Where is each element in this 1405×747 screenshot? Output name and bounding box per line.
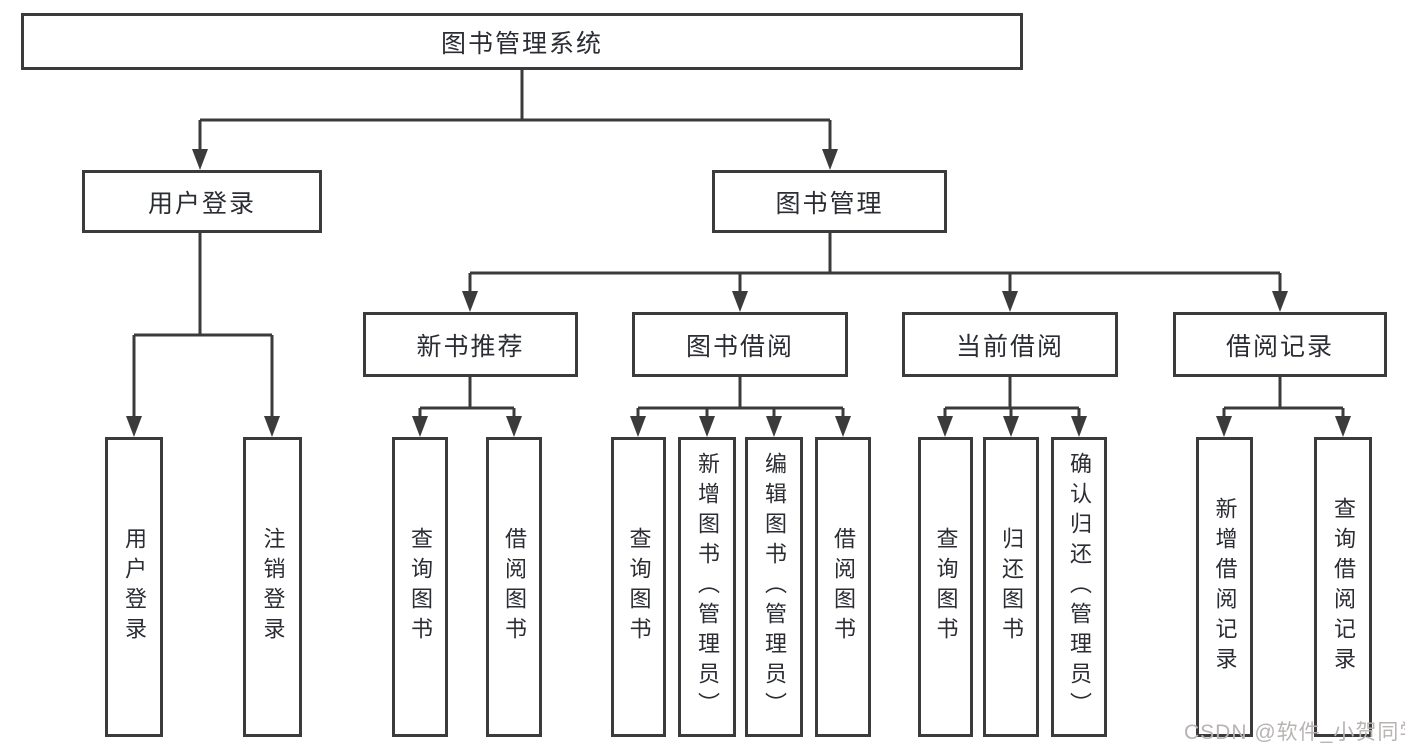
node-user-login-label: 用户登录 [147, 189, 256, 218]
node-current-borrow: 当前借阅 [902, 312, 1118, 377]
csdn-watermark: CSDN @软件_小贺同学 [1184, 721, 1405, 744]
node-book-borrow-label: 图书借阅 [685, 332, 794, 361]
leaf-query-book-2-label: 查询图书 [626, 527, 652, 647]
leaf-query-borrow-record-label: 查询借阅记录 [1331, 497, 1356, 677]
leaf-borrow-book-1-label: 借阅图书 [502, 527, 527, 647]
leaf-edit-book-admin: 编辑图书（管理员） [745, 437, 803, 737]
leaf-add-borrow-record-label: 新增借阅记录 [1212, 497, 1238, 677]
node-new-book-recommend: 新书推荐 [363, 312, 578, 377]
leaf-confirm-return-admin: 确认归还（管理员） [1051, 437, 1107, 737]
leaf-add-borrow-record: 新增借阅记录 [1196, 437, 1253, 737]
leaf-query-book-3: 查询图书 [918, 437, 973, 737]
node-borrow-record-label: 借阅记录 [1225, 332, 1334, 361]
leaf-query-book-1-label: 查询图书 [408, 527, 433, 647]
node-borrow-record: 借阅记录 [1173, 312, 1387, 377]
leaf-query-book-1: 查询图书 [392, 437, 448, 737]
leaf-query-borrow-record: 查询借阅记录 [1314, 437, 1372, 737]
leaf-borrow-book-1: 借阅图书 [486, 437, 542, 737]
leaf-logout-label: 注销登录 [260, 527, 286, 647]
node-book-management: 图书管理 [712, 170, 947, 233]
node-root: 图书管理系统 [21, 13, 1023, 70]
arrowheads [126, 149, 1351, 437]
leaf-logout: 注销登录 [243, 437, 302, 737]
node-book-management-label: 图书管理 [775, 189, 884, 218]
leaf-user-login-label: 用户登录 [122, 527, 147, 647]
node-root-label: 图书管理系统 [440, 29, 603, 58]
node-user-login: 用户登录 [82, 170, 322, 233]
node-book-borrow: 图书借阅 [632, 312, 848, 377]
leaf-query-book-2: 查询图书 [611, 437, 666, 737]
leaf-add-book-admin-label: 新增图书（管理员） [695, 452, 720, 722]
leaf-borrow-book-2-label: 借阅图书 [831, 527, 856, 647]
connector-path [132, 70, 1345, 419]
leaf-return-book: 归还图书 [983, 437, 1039, 737]
leaf-edit-book-admin-label: 编辑图书（管理员） [762, 452, 787, 722]
node-current-borrow-label: 当前借阅 [955, 332, 1064, 361]
leaf-borrow-book-2: 借阅图书 [815, 437, 871, 737]
leaf-add-book-admin: 新增图书（管理员） [678, 437, 736, 737]
leaf-query-book-3-label: 查询图书 [933, 527, 959, 647]
leaf-confirm-return-admin-label: 确认归还（管理员） [1067, 452, 1092, 722]
leaf-return-book-label: 归还图书 [999, 527, 1024, 647]
node-new-book-recommend-label: 新书推荐 [416, 332, 525, 361]
leaf-user-login: 用户登录 [105, 437, 163, 737]
